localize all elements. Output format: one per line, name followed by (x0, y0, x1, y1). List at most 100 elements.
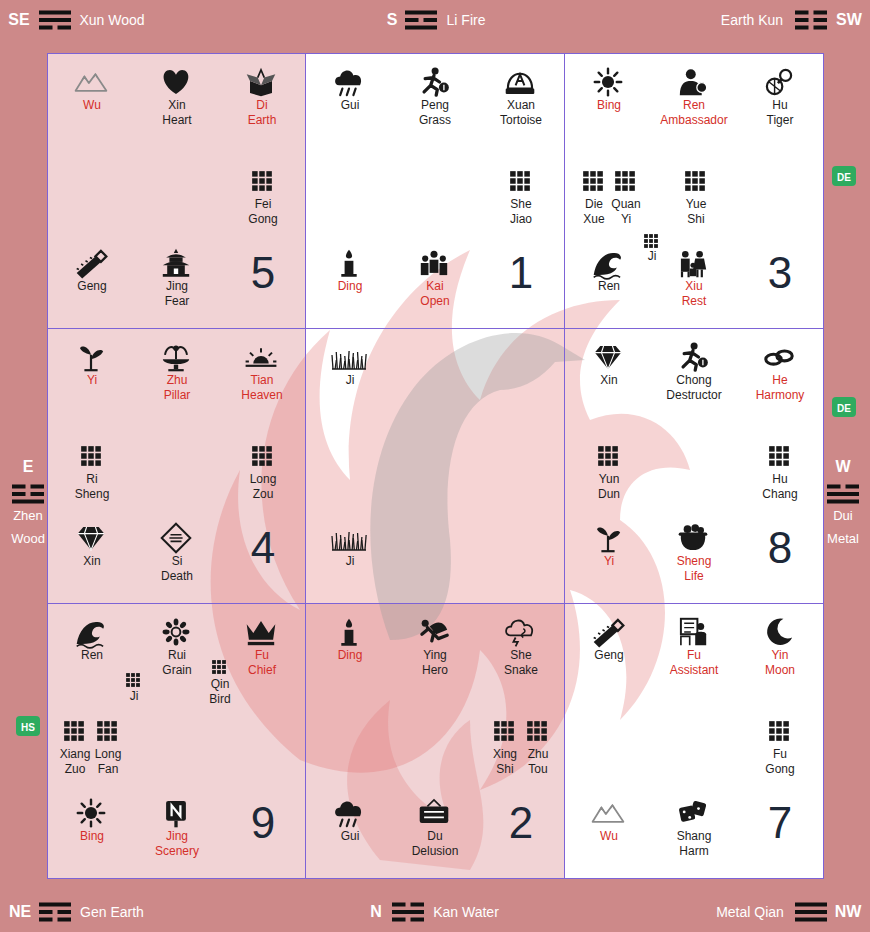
direction-label: Li Fire (447, 11, 486, 29)
palace-icon (78, 527, 104, 550)
badge-text: DE (837, 403, 851, 414)
trigram-symbol (39, 903, 71, 922)
palace-label: Ji (648, 249, 657, 264)
palace-icon (77, 622, 104, 648)
palace-label: Xin (83, 554, 100, 569)
status-badge: DE (832, 166, 856, 186)
direction-label: SE (8, 10, 29, 30)
palace-label: Xing Shi (493, 747, 517, 777)
palace-label: Ren (598, 279, 620, 294)
palace-icon (335, 802, 361, 827)
status-badge: HS (16, 716, 40, 736)
palace-icon (422, 620, 448, 641)
phoenix-watermark (211, 250, 690, 870)
palace-icon (769, 721, 789, 741)
trigram-symbol (39, 11, 71, 30)
direction-label: SW (836, 10, 862, 30)
palace-label: Zhu Pillar (164, 373, 191, 403)
palace-icon (247, 70, 276, 96)
palace-icon (163, 345, 189, 371)
palace-label: He Harmony (756, 373, 805, 403)
palace-icon (76, 74, 107, 91)
palace-icon (81, 446, 101, 466)
direction-label: N (370, 902, 382, 922)
palace-cell: BingRen AmbassadorHu TigerDie XueQuan Yi… (564, 53, 824, 329)
palace-icon (421, 251, 447, 275)
palace-icon (246, 348, 277, 366)
palace-label: Kai Open (420, 279, 449, 309)
palace-label: Zhu Tou (528, 747, 549, 777)
palace-icon (644, 234, 658, 248)
palace-icon (80, 346, 103, 370)
palace-cell: GengFu AssistantYin MoonFu GongWuShang H… (564, 603, 824, 879)
palace-icon (163, 249, 189, 277)
palace-icon (680, 69, 707, 95)
palace-label: Tian Heaven (241, 373, 282, 403)
direction-label: S (387, 10, 398, 30)
palace-icon (166, 801, 186, 827)
palace-label: Long Fan (95, 747, 122, 777)
palace-label: Ding (338, 648, 363, 663)
direction-label: Xun Wood (79, 11, 144, 29)
palace-icon (77, 251, 107, 279)
palace-cell: YiZhu PillarTian HeavenRi ShengLong ZouX… (47, 328, 306, 604)
palace-icon (594, 620, 624, 648)
trigram-symbol (827, 485, 859, 504)
palace-icon (78, 800, 104, 826)
trigram-symbol (392, 903, 424, 922)
palace-label: Wu (600, 829, 618, 844)
palace-label: Hu Chang (762, 472, 797, 502)
palace-label: Xin Heart (162, 98, 191, 128)
palace-icon (685, 171, 705, 191)
palace-label: Gui (341, 829, 360, 844)
palace-icon (212, 660, 226, 674)
palace-label: Fu Assistant (670, 648, 719, 678)
palace-label: Di Earth (248, 98, 277, 128)
status-badge: DE (832, 397, 856, 417)
palace-icon (769, 446, 789, 466)
palace-icon (527, 721, 547, 741)
palace-number: 7 (768, 798, 792, 848)
palace-icon (595, 346, 621, 369)
palace-number: 1 (509, 248, 533, 298)
palace-label: Ren Ambassador (660, 98, 727, 128)
palace-number: 5 (251, 248, 275, 298)
palace-icon (683, 342, 708, 370)
palace-icon (615, 171, 635, 191)
palace-label: Long Zou (250, 472, 277, 502)
palace-cell: XinChong DestructorHe HarmonyYun DunHu C… (564, 328, 824, 604)
palace-icon (510, 171, 530, 191)
palace-icon (598, 446, 618, 466)
palace-cell: RenRui GrainFu ChiefQin BirdJiXiang ZuoL… (47, 603, 306, 879)
palace-icon (597, 527, 620, 551)
palace-cell: JiJi (305, 328, 565, 604)
palace-label: Yi (87, 373, 97, 388)
palace-label: Si Death (161, 554, 193, 584)
palace-label: Ji (346, 554, 355, 569)
direction-label: Earth Kun (721, 11, 783, 29)
trigram-symbol (12, 485, 44, 504)
direction-label: W (835, 457, 850, 477)
direction-label: NW (835, 902, 862, 922)
palace-label: Xin (600, 373, 617, 388)
palace-icon (126, 673, 140, 687)
palace-label: Ji (130, 689, 139, 704)
palace-label: Ying Hero (422, 648, 448, 678)
palace-number: 9 (251, 798, 275, 848)
palace-label: Yin Moon (765, 648, 795, 678)
palace-icon (162, 524, 191, 553)
palace-label: Xiu Rest (682, 279, 707, 309)
palace-icon (679, 801, 707, 823)
palace-label: She Jiao (510, 197, 532, 227)
palace-label: Geng (594, 648, 623, 663)
palace-label: Fei Gong (248, 197, 277, 227)
palace-icon (163, 619, 190, 646)
palace-label: Hu Tiger (767, 98, 794, 128)
palace-icon (593, 805, 624, 822)
palace-number: 3 (768, 248, 792, 298)
palace-number: 4 (251, 523, 275, 573)
palace-label: Wu (83, 98, 101, 113)
direction-label: Kan Water (433, 903, 499, 921)
